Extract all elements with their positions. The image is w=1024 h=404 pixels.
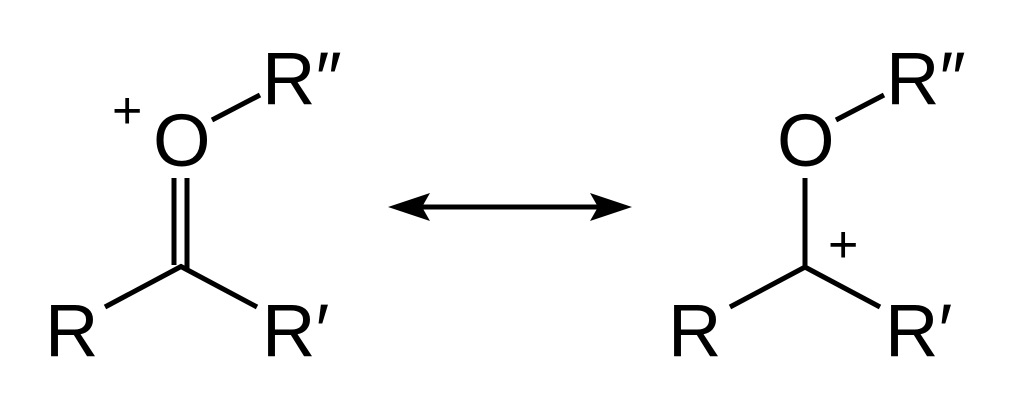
right-r-label: R xyxy=(668,289,721,372)
oxygen-positive-charge: + xyxy=(112,82,142,140)
right-r-double-prime-label: R″ xyxy=(886,37,966,120)
right-r-prime-label: R′ xyxy=(885,289,952,372)
arrow-head-right xyxy=(590,193,632,221)
resonance-arrow xyxy=(388,193,632,221)
c-r-bond xyxy=(103,263,184,310)
c-r-bond xyxy=(728,263,809,310)
right-oxygen-label: O xyxy=(777,99,835,182)
left-r-label: R xyxy=(45,289,98,372)
right-structure-carbocation: O R″ + R R′ xyxy=(668,37,966,372)
o-r-double-prime-bond xyxy=(210,92,262,123)
carbon-positive-charge: + xyxy=(828,216,858,274)
left-structure-oxonium: + O R″ R R′ xyxy=(45,37,342,372)
left-oxygen-label: O xyxy=(153,99,211,182)
left-r-double-prime-label: R″ xyxy=(262,37,342,120)
c-r-prime-bond xyxy=(801,263,882,310)
left-r-prime-label: R′ xyxy=(262,289,329,372)
arrow-head-left xyxy=(388,193,430,221)
o-r-double-prime-bond xyxy=(834,92,886,123)
c-r-prime-bond xyxy=(178,263,259,310)
